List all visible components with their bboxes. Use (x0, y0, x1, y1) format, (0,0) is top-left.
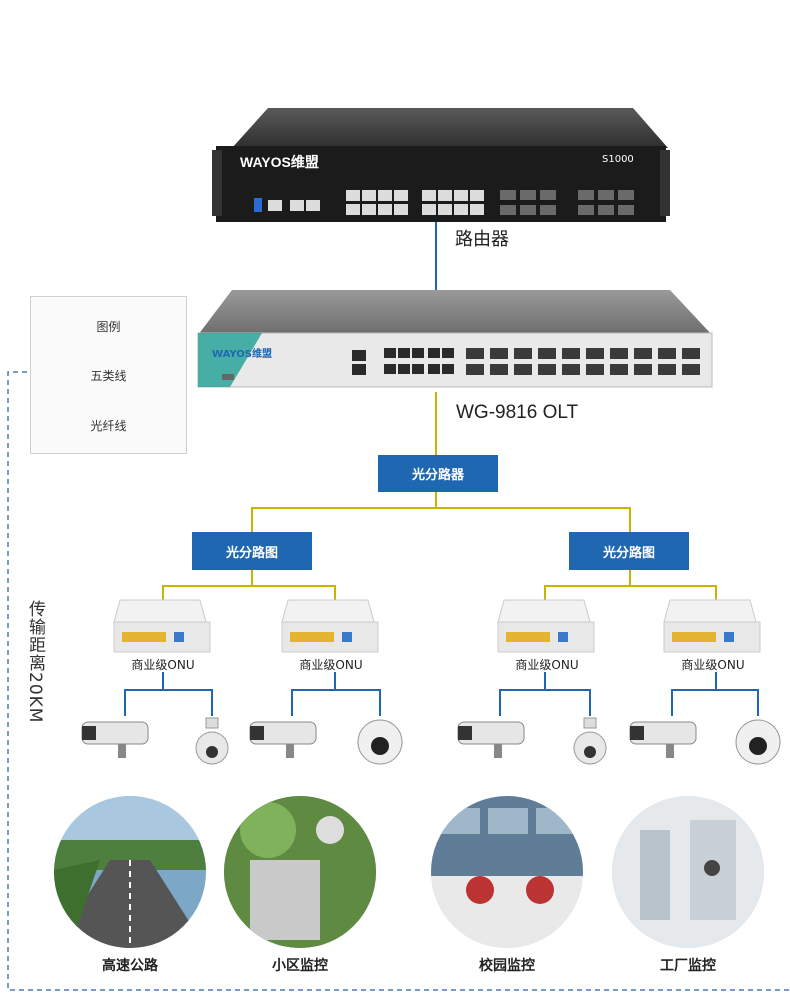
olt-label: WG-9816 OLT (456, 402, 579, 423)
legend-panel: 图例 五类线 光纤线 (30, 296, 187, 454)
scene-label-factory: 工厂监控 (660, 958, 716, 974)
left-splitter: 光分路图 (192, 532, 312, 570)
router-model: S1000 (602, 154, 634, 165)
router-brand: WAYOS维盟 (240, 154, 319, 170)
olt-brand: WAYOS维盟 (212, 349, 272, 360)
onu-label-4: 商业级ONU (681, 658, 745, 672)
onu-label-1: 商业级ONU (131, 658, 195, 672)
distance-label: 传输距离20KM (25, 600, 45, 724)
router-device (212, 108, 670, 222)
cameras (81, 717, 781, 765)
scene-factory-image (612, 796, 764, 948)
scene-label-community: 小区监控 (272, 958, 328, 974)
scene-community-image (224, 796, 376, 948)
main-splitter: 光分路器 (378, 455, 498, 492)
scene-campus-image (431, 796, 583, 948)
legend-item-fiber: 光纤线 (90, 419, 127, 433)
onu-label-3: 商业级ONU (515, 658, 579, 672)
right-splitter: 光分路图 (569, 532, 689, 570)
onu-devices (113, 599, 761, 653)
utp-links-cameras (124, 672, 759, 716)
fiber-links (162, 392, 717, 600)
legend-item-utp: 五类线 (90, 369, 127, 383)
scene-highway-image (54, 796, 206, 948)
router-label: 路由器 (455, 229, 509, 250)
onu-label-2: 商业级ONU (299, 658, 363, 672)
scene-label-highway: 高速公路 (102, 958, 158, 974)
boundary-dashed-line (7, 371, 790, 991)
legend-title: 图例 (96, 320, 121, 334)
scene-label-campus: 校园监控 (479, 958, 535, 974)
olt-device (197, 290, 713, 388)
